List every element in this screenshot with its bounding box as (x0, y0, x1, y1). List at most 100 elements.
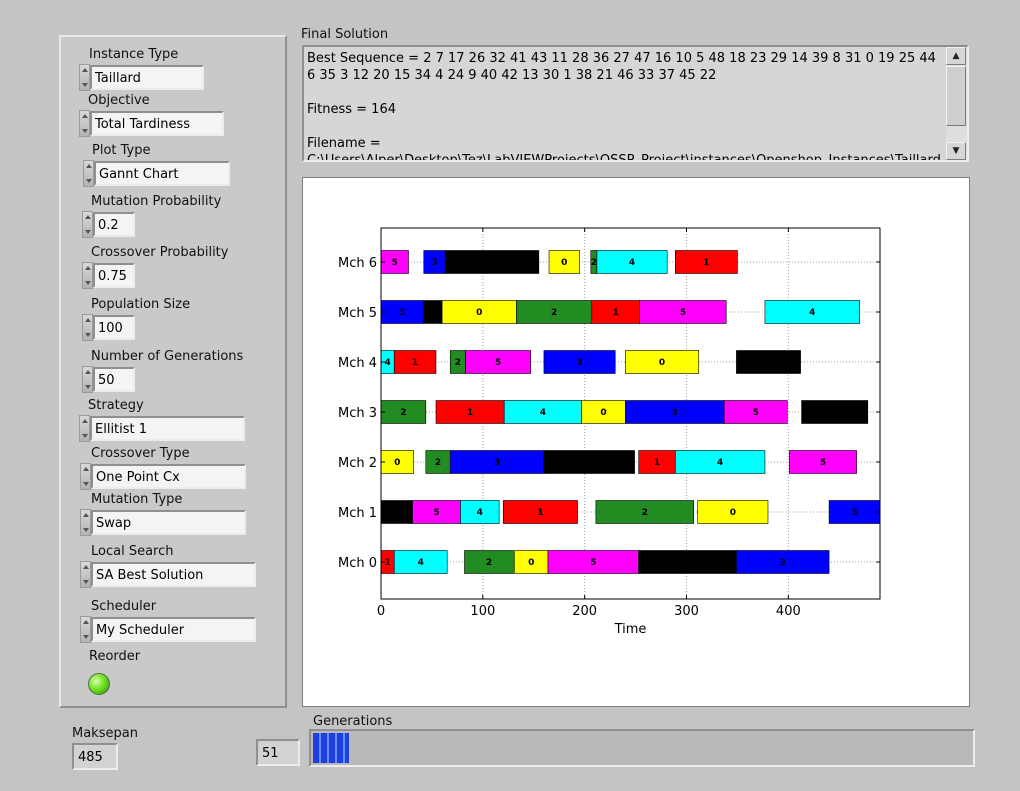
gantt-bar-label: 3 (576, 358, 582, 368)
gantt-bar-label: 3 (851, 508, 857, 518)
instance-type-field[interactable]: Taillard (90, 65, 204, 90)
gantt-bar-label: 6 (489, 258, 495, 268)
machine-label: Mch 1 (338, 506, 377, 521)
gantt-bar-label: 5 (680, 308, 686, 318)
gantt-bar (736, 550, 830, 574)
mutation-probability-field[interactable]: 0.2 (93, 212, 135, 237)
gantt-bar (548, 250, 580, 274)
scheduler-spinner[interactable] (80, 616, 91, 643)
gantt-bar (393, 350, 437, 374)
gantt-bar (502, 500, 578, 524)
arrow-down-icon[interactable]: ▼ (946, 142, 966, 160)
gantt-bar-label: 5 (753, 408, 759, 418)
gantt-bar-label: 4 (717, 458, 723, 468)
gantt-bar-label: 0 (659, 358, 665, 368)
mutation-type-label: Mutation Type (91, 492, 183, 507)
population-size-field[interactable]: 100 (93, 315, 135, 340)
gantt-bar-label: 2 (435, 458, 441, 468)
gantt-bar (444, 250, 540, 274)
number-of-generations-spinner[interactable] (82, 366, 93, 393)
gantt-bar-label: 1 (384, 558, 390, 568)
gantt-bar-label: 4 (540, 408, 546, 418)
plot-type-spinner[interactable] (83, 160, 94, 187)
x-tick-label: 200 (572, 604, 597, 619)
generations-progress-fill (313, 733, 349, 763)
gantt-bar-label: 4 (418, 558, 424, 568)
final-solution-content: Best Sequence = 2 7 17 26 32 41 43 11 28… (307, 50, 943, 162)
gantt-bar-label: 1 (537, 508, 543, 518)
gantt-bar (543, 350, 616, 374)
scroll-thumb[interactable] (946, 66, 966, 126)
x-tick-label: 100 (470, 604, 495, 619)
objective-spinner[interactable] (79, 110, 90, 137)
machine-label: Mch 4 (338, 356, 377, 371)
best-sequence-text: Best Sequence = 2 7 17 26 32 41 43 11 28… (307, 51, 936, 83)
plot-type-field[interactable]: Gannt Chart (94, 161, 230, 186)
crossover-probability-label: Crossover Probability (91, 245, 229, 260)
gantt-bar (595, 500, 694, 524)
x-tick-label: 400 (776, 604, 801, 619)
gantt-bar-label: 0 (476, 308, 482, 318)
gantt-bar-label: 2 (591, 258, 597, 268)
arrow-up-icon[interactable]: ▲ (946, 47, 966, 65)
gantt-bar (801, 400, 869, 424)
strategy-spinner[interactable] (79, 415, 90, 442)
gantt-bar-label: 3 (780, 558, 786, 568)
crossover-type-label: Crossover Type (91, 446, 190, 461)
plot-type-label: Plot Type (92, 143, 151, 158)
gantt-bar-label: 3 (399, 308, 405, 318)
mutation-probability-label: Mutation Probability (91, 194, 222, 209)
scheduler-label: Scheduler (91, 599, 157, 614)
gantt-bar-label: 2 (551, 308, 557, 318)
filename-text: Filename = C:\Users\Alper\Desktop\Tez\La… (307, 136, 941, 162)
gantt-bar-label: 5 (495, 358, 501, 368)
final-solution-scrollbar[interactable]: ▲ ▼ (946, 47, 967, 160)
gantt-bar-label: 6 (430, 308, 436, 318)
gantt-bar-label: 0 (561, 258, 567, 268)
gantt-bar-label: 2 (455, 358, 461, 368)
gantt-bar (723, 400, 788, 424)
reorder-led-toggle[interactable] (88, 673, 110, 695)
gantt-bar-label: 0 (528, 558, 534, 568)
gantt-bar-label: 1 (613, 308, 619, 318)
objective-field[interactable]: Total Tardiness (90, 111, 224, 136)
crossover-probability-spinner[interactable] (82, 262, 93, 289)
gantt-bar (543, 450, 635, 474)
mutation-probability-spinner[interactable] (82, 211, 93, 238)
x-tick-label: 0 (377, 604, 385, 619)
crossover-type-spinner[interactable] (80, 463, 91, 490)
maksepan-value: 485 (72, 743, 118, 770)
machine-label: Mch 0 (338, 556, 377, 571)
number-of-generations-label: Number of Generations (91, 349, 244, 364)
local-search-spinner[interactable] (80, 561, 91, 588)
population-size-spinner[interactable] (82, 314, 93, 341)
local-search-field[interactable]: SA Best Solution (91, 562, 256, 587)
machine-label: Mch 2 (338, 456, 377, 471)
final-solution-textbox[interactable]: Best Sequence = 2 7 17 26 32 41 43 11 28… (302, 45, 969, 162)
gantt-bar-label: 2 (642, 508, 648, 518)
reorder-label: Reorder (89, 649, 141, 664)
number-of-generations-field[interactable]: 50 (93, 367, 135, 392)
gantt-bar (697, 500, 769, 524)
crossover-type-field[interactable]: One Point Cx (91, 464, 246, 489)
gantt-bar-label: 6 (765, 358, 771, 368)
final-solution-label: Final Solution (301, 27, 389, 42)
plot-frame (380, 227, 881, 600)
gantt-bar (464, 550, 514, 574)
gantt-bar-label: 0 (600, 408, 606, 418)
gantt-bar-label: 3 (431, 258, 437, 268)
instance-type-label: Instance Type (89, 47, 179, 62)
machine-label: Mch 6 (338, 256, 377, 271)
mutation-type-field[interactable]: Swap (91, 510, 246, 535)
strategy-field[interactable]: Ellitist 1 (90, 416, 245, 441)
gantt-bar (465, 350, 531, 374)
gantt-bar-label: 4 (384, 358, 390, 368)
x-axis-label: Time (614, 622, 647, 637)
crossover-probability-field[interactable]: 0.75 (93, 263, 135, 288)
generation-counter: 51 (256, 739, 300, 766)
scheduler-field[interactable]: My Scheduler (91, 617, 256, 642)
gantt-bar-label: 4 (477, 508, 483, 518)
mutation-type-spinner[interactable] (80, 509, 91, 536)
instance-type-spinner[interactable] (79, 64, 90, 91)
